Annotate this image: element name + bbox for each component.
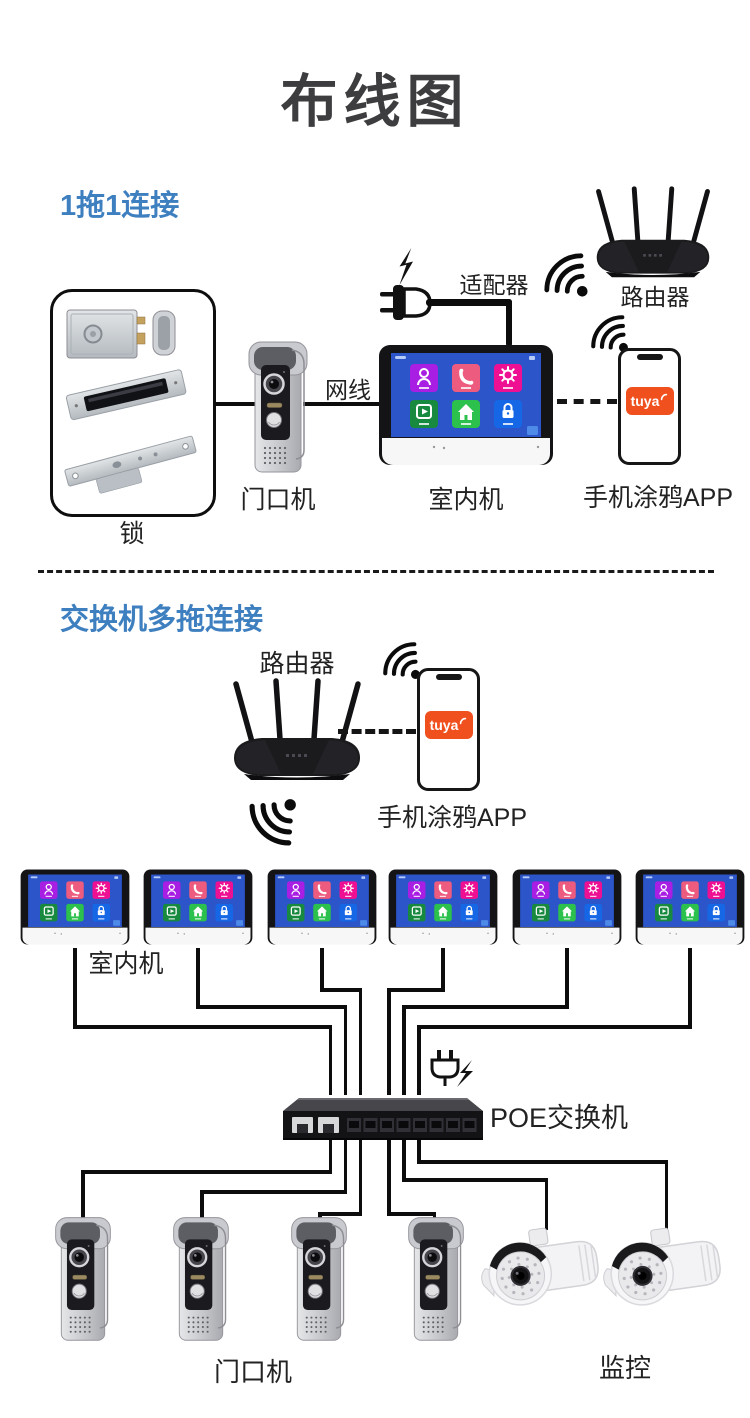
indoor-monitor-image — [267, 865, 377, 949]
cable-segment — [358, 1140, 362, 1215]
network-cable-label: 网线 — [325, 377, 371, 403]
cable-segment — [320, 948, 324, 991]
section2-heading: 交换机多拖连接 — [60, 604, 264, 636]
phone-notch — [435, 674, 462, 680]
cable-segment — [81, 1170, 332, 1174]
cctv-camera-image — [600, 1222, 740, 1317]
door-station-label: 门口机 — [213, 1357, 292, 1387]
wireless-link-router-phone — [338, 729, 416, 734]
cable-segment — [196, 1005, 347, 1009]
cable-segment — [387, 1212, 436, 1216]
section1-heading: 1拖1连接 — [60, 190, 180, 222]
tuya-signal-mark — [460, 717, 467, 724]
cable-door-to-monitor — [303, 402, 381, 406]
cable-segment — [320, 988, 362, 992]
cable-segment — [417, 1025, 692, 1029]
indoor-monitor-label: 室内机 — [428, 486, 504, 514]
cable-segment — [402, 1005, 406, 1095]
cable-segment — [200, 1190, 204, 1218]
cable-segment — [544, 1178, 548, 1230]
cable-segment — [343, 1005, 347, 1095]
cable-segment — [387, 1140, 391, 1215]
cable-segment — [402, 1178, 548, 1182]
phone-app-label: 手机涂鸦APP — [376, 804, 528, 832]
router-image — [586, 186, 720, 280]
poe-switch-image — [283, 1094, 483, 1144]
indoor-monitor-label: 室内机 — [88, 950, 164, 978]
cable-segment — [688, 948, 692, 1028]
wifi-icon — [236, 777, 318, 859]
cable-segment — [81, 1170, 85, 1218]
rim-lock-image — [66, 309, 176, 359]
magnetic-lock-image — [65, 369, 187, 421]
cable-segment — [318, 1212, 322, 1220]
cable-segment — [73, 1025, 332, 1029]
cable-segment — [417, 1140, 421, 1163]
adapter-cord-horizontal — [426, 299, 512, 306]
cable-segment — [343, 1140, 347, 1193]
poe-switch-label: POE交换机 — [490, 1103, 629, 1133]
cable-lock-to-door — [213, 402, 257, 406]
cable-segment — [387, 988, 445, 992]
tuya-logo-text: tuya — [429, 717, 459, 733]
wireless-link-monitor-phone — [557, 399, 617, 404]
cable-segment — [318, 1212, 362, 1216]
phone-app-label: 手机涂鸦APP — [582, 484, 734, 512]
page-title: 布线图 — [280, 70, 470, 134]
tuya-signal-mark — [661, 393, 668, 400]
cable-segment — [417, 1025, 421, 1095]
cable-segment — [402, 1005, 569, 1009]
phone-notch — [636, 354, 663, 360]
adapter-cord-vertical — [505, 299, 512, 347]
cctv-camera-image — [478, 1222, 618, 1317]
bolt-lock-image — [64, 435, 197, 494]
door-station-image — [240, 336, 316, 476]
indoor-monitor-image — [143, 865, 253, 949]
indoor-monitor-image — [388, 865, 498, 949]
cable-segment — [387, 988, 391, 1095]
indoor-monitor-image — [635, 865, 745, 949]
indoor-monitor-image — [20, 865, 130, 949]
door-station-image — [162, 1212, 240, 1344]
camera-label: 监控 — [598, 1353, 651, 1383]
cable-segment — [200, 1190, 347, 1194]
cable-segment — [73, 948, 77, 1028]
door-station-image — [280, 1212, 358, 1344]
cable-segment — [328, 1140, 332, 1173]
cable-segment — [328, 1025, 332, 1095]
tuya-logo-badge: tuya — [625, 387, 674, 415]
cable-segment — [565, 948, 569, 1008]
cable-segment — [358, 988, 362, 1095]
cable-segment — [432, 1212, 436, 1220]
cable-segment — [664, 1160, 668, 1230]
door-station-image — [44, 1212, 122, 1344]
indoor-monitor-image — [512, 865, 622, 949]
adapter-label: 适配器 — [459, 272, 529, 298]
door-station-image — [397, 1212, 475, 1344]
tuya-phone: tuya — [618, 348, 681, 465]
lock-label: 锁 — [119, 520, 145, 548]
cable-segment — [417, 1160, 668, 1164]
cable-segment — [196, 948, 200, 1008]
switch-power-icon — [424, 1050, 474, 1094]
router-label: 路由器 — [259, 650, 335, 678]
tuya-logo-badge: tuya — [424, 711, 473, 739]
router-label: 路由器 — [620, 284, 690, 310]
door-station-label: 门口机 — [240, 486, 316, 514]
cable-segment — [441, 948, 445, 991]
tuya-phone: tuya — [417, 668, 480, 791]
indoor-monitor-image — [378, 344, 554, 466]
tuya-logo-text: tuya — [630, 393, 660, 409]
section-divider — [38, 570, 714, 573]
lock-box — [50, 289, 216, 517]
cable-segment — [402, 1140, 406, 1181]
